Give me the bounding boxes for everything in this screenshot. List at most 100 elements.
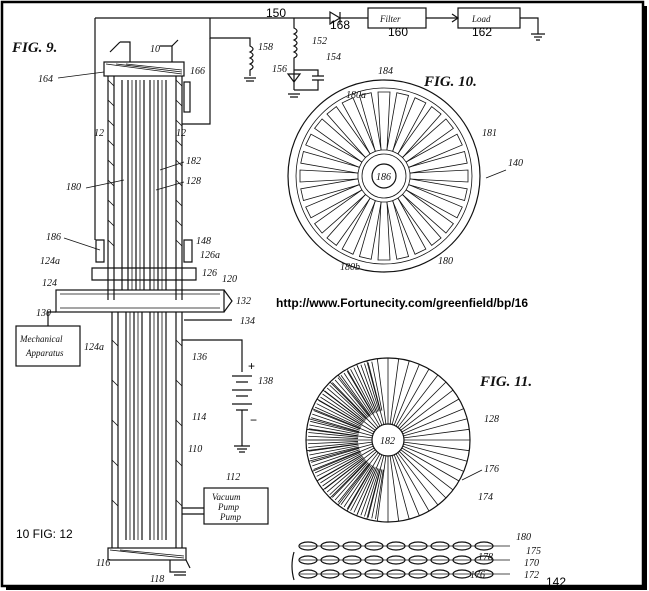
disc-slot xyxy=(314,189,367,234)
chain-bead xyxy=(364,569,384,579)
source-url[interactable]: http://www.Fortunecity.com/greenfield/bp… xyxy=(276,296,528,310)
disc-shading xyxy=(350,369,375,414)
ref-180-disc: 180 xyxy=(438,256,453,267)
chain-bead xyxy=(430,555,450,565)
disc-shading xyxy=(308,442,359,448)
disc-shading xyxy=(326,387,366,421)
vacuum-pump-box xyxy=(203,487,269,525)
chain-bead xyxy=(342,555,362,565)
disc-slot xyxy=(377,91,391,151)
vacuum-label-1: Vacuum xyxy=(212,492,241,502)
chain-bead xyxy=(474,569,494,579)
ref-158: 158 xyxy=(258,42,273,53)
disc-spoke xyxy=(401,398,460,433)
ref-152: 152 xyxy=(312,36,327,47)
ref-180a: 180a xyxy=(346,90,366,101)
disc-spoke xyxy=(346,368,381,427)
disc-shading xyxy=(371,469,383,519)
disc-spoke xyxy=(306,441,373,452)
ref-110: 110 xyxy=(188,444,202,455)
disc-spoke xyxy=(312,408,374,435)
chain-bead xyxy=(430,541,450,551)
vacuum-label-3: Pump xyxy=(219,512,241,522)
ref-124a-lower: 124a xyxy=(84,342,104,353)
filter-label: Filter xyxy=(379,14,401,24)
disc-shading xyxy=(312,413,360,431)
disc-shading xyxy=(309,424,359,435)
disc-spoke xyxy=(397,374,439,428)
disc-slot xyxy=(409,169,469,183)
chain-bead xyxy=(298,569,318,579)
disc-spoke xyxy=(397,452,439,506)
ref-118: 118 xyxy=(150,574,164,585)
disc-slot xyxy=(405,184,463,219)
chain-bead xyxy=(298,555,318,565)
disc-spoke xyxy=(402,445,464,472)
disc-spoke xyxy=(329,451,377,499)
fig9-title: FIG. 9. xyxy=(11,40,57,56)
chain-bead xyxy=(452,555,472,565)
ref-128-disc: 128 xyxy=(484,414,499,425)
disc-spoke xyxy=(403,428,470,439)
disc-slot xyxy=(305,184,363,219)
ref-114: 114 xyxy=(192,412,206,423)
ref-150: 150 xyxy=(266,6,286,20)
disc-shading xyxy=(367,468,381,518)
disc-slot xyxy=(397,193,442,246)
ref-112: 112 xyxy=(226,472,240,483)
disc-spoke xyxy=(400,389,454,431)
disc-shading xyxy=(324,390,365,422)
disc-spoke xyxy=(306,428,373,439)
disc-slot xyxy=(392,197,427,255)
chain-bead xyxy=(474,555,494,565)
disc-spoke xyxy=(403,441,470,452)
disc-spoke xyxy=(308,418,373,437)
ref-132: 132 xyxy=(236,296,251,307)
chain-bead xyxy=(320,569,340,579)
ref-180-chain: 180 xyxy=(516,532,531,543)
disc-shading xyxy=(340,464,371,505)
disc-shading xyxy=(308,441,359,445)
disc-shading xyxy=(334,379,369,418)
disc-spoke xyxy=(389,358,400,425)
disc-shading xyxy=(375,469,384,520)
disc-shading xyxy=(329,384,367,420)
chain-bead xyxy=(408,541,428,551)
disc-slot xyxy=(341,97,376,155)
ref-180b: 180b xyxy=(340,262,360,273)
ref-172: 172 xyxy=(524,570,539,581)
disc-spoke xyxy=(393,364,420,426)
ref-180: 180 xyxy=(66,182,81,193)
top-circuit: Filter Load 150 168 160 162 152 154 156 … xyxy=(94,6,545,240)
disc-shading xyxy=(318,400,363,426)
disc-slot xyxy=(386,200,410,260)
ref-130: 130 xyxy=(36,308,51,319)
chain-bead xyxy=(298,541,318,551)
disc-shading xyxy=(320,455,363,484)
disc-slot xyxy=(358,92,382,152)
disc-shading xyxy=(324,458,365,490)
disc-shading xyxy=(308,443,359,452)
ref-175: 175 xyxy=(526,546,541,557)
disc-shading xyxy=(311,447,360,463)
chain-bead xyxy=(386,555,406,565)
disc-shading xyxy=(308,435,359,439)
disc-slot xyxy=(386,92,410,152)
chain-bead xyxy=(408,569,428,579)
disc-spoke xyxy=(399,381,447,429)
disc-slot xyxy=(401,189,454,234)
chain-bead xyxy=(474,541,494,551)
disc-spoke xyxy=(346,453,381,512)
ref-184: 184 xyxy=(378,66,393,77)
disc-shading xyxy=(371,361,383,411)
disc-spoke xyxy=(400,449,454,491)
disc-shading xyxy=(320,396,363,425)
disc-slot xyxy=(358,200,382,260)
ref-170: 170 xyxy=(524,558,539,569)
battery-minus: − xyxy=(250,413,257,427)
ref-126a: 126a xyxy=(200,250,220,261)
disc-shading xyxy=(312,449,360,467)
chain-bead xyxy=(408,555,428,565)
disc-shading xyxy=(360,364,379,412)
fig11-disc: FIG. 11. 182 128 176 174 xyxy=(305,357,532,523)
